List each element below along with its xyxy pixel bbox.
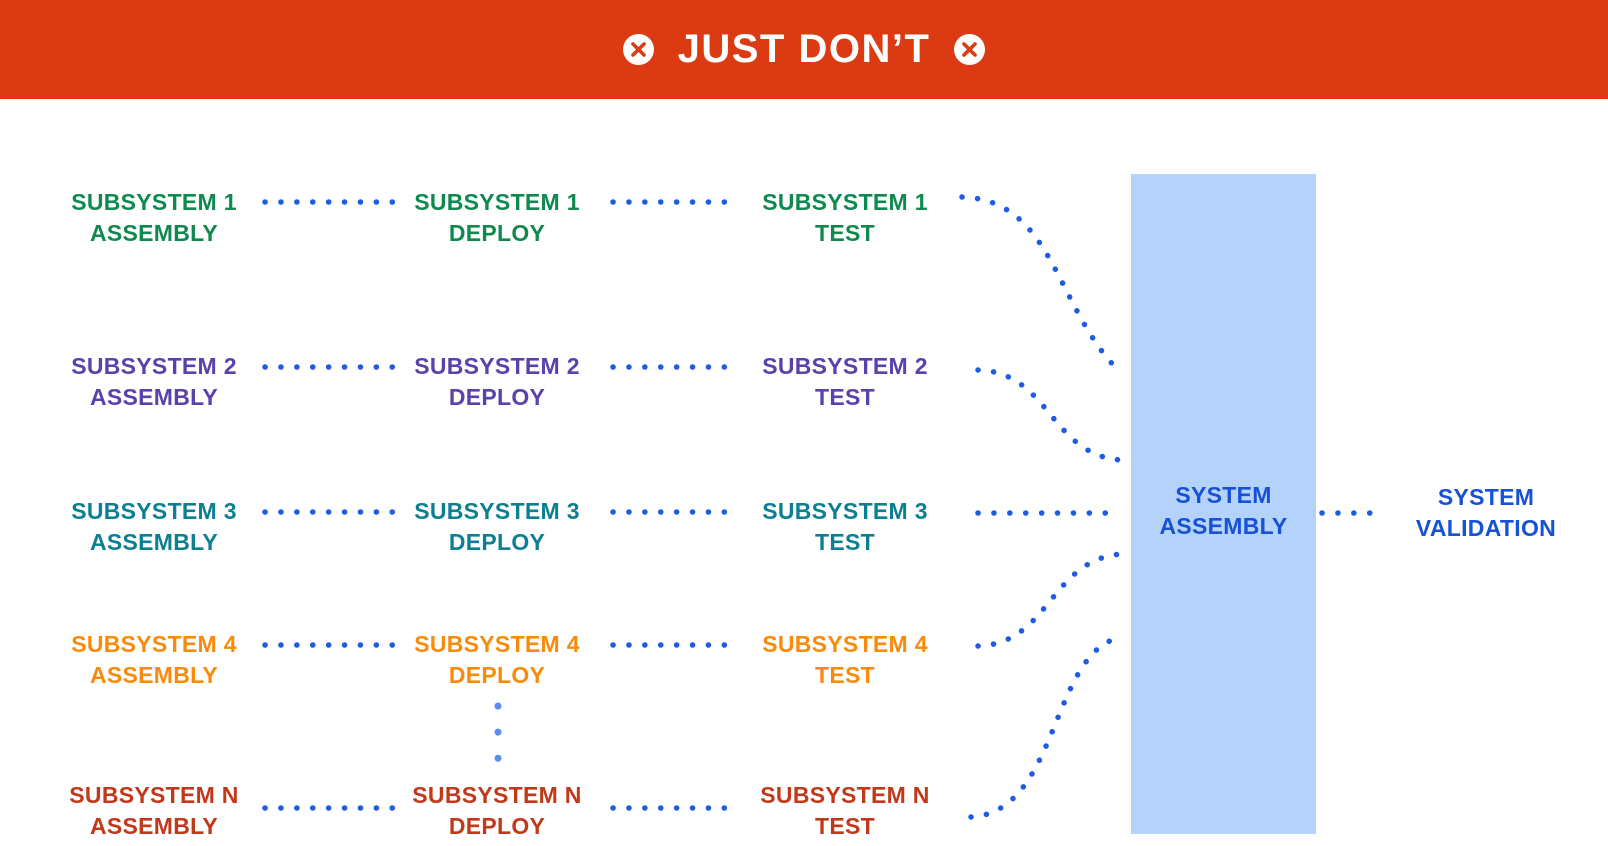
- dotted-curve-row2-to-box: [975, 367, 1124, 463]
- label-line: SUBSYSTEM N: [412, 782, 582, 808]
- subsystem-2-assembly-label: SUBSYSTEM 2 ASSEMBLY: [24, 351, 284, 413]
- label-line: SUBSYSTEM 1: [414, 189, 580, 215]
- label-line: DEPLOY: [448, 220, 546, 246]
- label-line: SUBSYSTEM 3: [71, 498, 237, 524]
- subsystem-2-deploy-label: SUBSYSTEM 2 DEPLOY: [367, 351, 627, 413]
- system-assembly-box: SYSTEM ASSEMBLY: [1131, 174, 1316, 834]
- subsystem-1-test-label: SUBSYSTEM 1 TEST: [715, 187, 975, 249]
- label-line: SUBSYSTEM N: [69, 782, 239, 808]
- label-line: ASSEMBLY: [89, 220, 219, 246]
- dotted-curve-row1-to-box: [959, 194, 1125, 377]
- label-line: ASSEMBLY: [1159, 513, 1288, 539]
- system-validation-label: SYSTEM VALIDATION: [1356, 482, 1608, 544]
- label-line: SUBSYSTEM 2: [414, 353, 580, 379]
- label-line: VALIDATION: [1415, 515, 1557, 541]
- circle-x-icon: [622, 34, 654, 65]
- label-line: ASSEMBLY: [89, 813, 219, 839]
- subsystem-2-test-label: SUBSYSTEM 2 TEST: [715, 351, 975, 413]
- label-line: DEPLOY: [448, 662, 546, 688]
- label-line: SUBSYSTEM 4: [71, 631, 237, 657]
- subsystem-4-deploy-label: SUBSYSTEM 4 DEPLOY: [367, 629, 627, 691]
- banner-title: JUST DON’T: [677, 27, 931, 71]
- banner: JUST DON’T: [0, 0, 1608, 99]
- label-line: TEST: [815, 662, 875, 688]
- label-line: TEST: [815, 813, 875, 839]
- label-line: ASSEMBLY: [89, 662, 219, 688]
- label-line: DEPLOY: [448, 384, 546, 410]
- label-line: SUBSYSTEM 4: [414, 631, 580, 657]
- label-line: SUBSYSTEM 1: [762, 189, 928, 215]
- label-line: ASSEMBLY: [89, 384, 219, 410]
- label-line: SUBSYSTEM 3: [414, 498, 580, 524]
- subsystem-3-assembly-label: SUBSYSTEM 3 ASSEMBLY: [24, 496, 284, 558]
- label-line: TEST: [815, 529, 875, 555]
- subsystem-3-deploy-label: SUBSYSTEM 3 DEPLOY: [367, 496, 627, 558]
- label-line: ASSEMBLY: [89, 529, 219, 555]
- dotted-curve-row4-to-box: [975, 551, 1125, 649]
- subsystem-1-assembly-label: SUBSYSTEM 1 ASSEMBLY: [24, 187, 284, 249]
- label-line: SYSTEM: [1175, 482, 1272, 508]
- label-line: SYSTEM: [1437, 484, 1535, 510]
- subsystem-n-test-label: SUBSYSTEM N TEST: [715, 780, 975, 842]
- subsystem-4-test-label: SUBSYSTEM 4 TEST: [715, 629, 975, 691]
- subsystem-1-deploy-label: SUBSYSTEM 1 DEPLOY: [367, 187, 627, 249]
- label-line: SUBSYSTEM N: [760, 782, 930, 808]
- label-line: DEPLOY: [448, 529, 546, 555]
- label-line: TEST: [815, 384, 875, 410]
- subsystem-3-test-label: SUBSYSTEM 3 TEST: [715, 496, 975, 558]
- label-line: SUBSYSTEM 3: [762, 498, 928, 524]
- dotted-curve-rowN-to-box: [968, 634, 1125, 820]
- label-line: SUBSYSTEM 2: [71, 353, 237, 379]
- label-line: SUBSYSTEM 1: [71, 189, 237, 215]
- label-line: SUBSYSTEM 2: [762, 353, 928, 379]
- subsystem-n-assembly-label: SUBSYSTEM N ASSEMBLY: [24, 780, 284, 842]
- subsystem-4-assembly-label: SUBSYSTEM 4 ASSEMBLY: [24, 629, 284, 691]
- circle-x-icon: [954, 34, 986, 65]
- label-line: DEPLOY: [448, 813, 546, 839]
- label-line: TEST: [815, 220, 875, 246]
- subsystem-n-deploy-label: SUBSYSTEM N DEPLOY: [367, 780, 627, 842]
- label-line: SUBSYSTEM 4: [762, 631, 928, 657]
